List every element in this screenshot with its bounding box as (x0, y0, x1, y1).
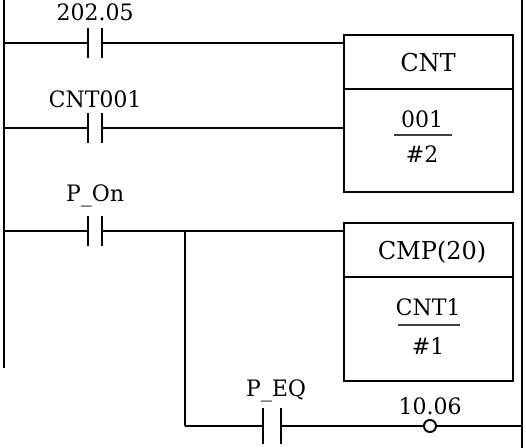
contact-cnt001-label: CNT001 (49, 88, 142, 113)
contact-p-eq-label: P_EQ (246, 377, 306, 402)
compare-block-title: CMP(20) (378, 237, 486, 265)
rung-1: 202.05 (4, 1, 344, 58)
counter-block-operand-1: 001 (401, 108, 443, 133)
rung-2: CNT001 (4, 88, 344, 143)
output-coil-10-06 (423, 419, 437, 433)
contact-p-on-label: P_On (66, 182, 124, 207)
contact-202-05-label: 202.05 (57, 1, 134, 26)
compare-block-operand-1: CNT1 (396, 296, 461, 321)
compare-block-operand-2: #1 (412, 335, 444, 360)
counter-block-title: CNT (400, 49, 455, 77)
counter-block-frame (343, 34, 514, 193)
counter-block-operand-2: #2 (406, 143, 438, 168)
compare-block: CMP(20) CNT1 #1 (343, 222, 514, 382)
output-coil-10-06-label: 10.06 (399, 395, 462, 420)
counter-block: CNT 001 #2 (343, 34, 514, 193)
compare-block-frame (343, 222, 514, 382)
rung-3: P_On P_EQ 10.06 (4, 182, 522, 444)
